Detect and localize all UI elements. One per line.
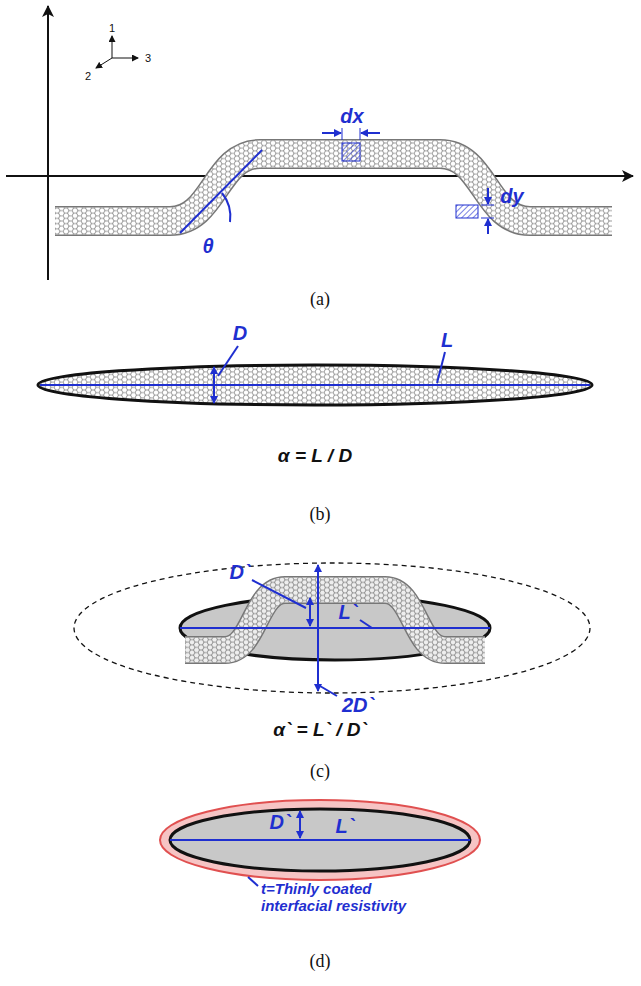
- panel-label: (a): [310, 290, 330, 310]
- dimension-label: L`: [336, 815, 355, 837]
- dimension-label: D`: [229, 561, 250, 583]
- coated-ellipse: [160, 800, 480, 886]
- axis-number: 3: [145, 52, 151, 64]
- dimension-label: 2D`: [342, 694, 374, 716]
- dimension-label: dx: [340, 105, 363, 127]
- dx-element: [322, 128, 380, 161]
- straight-nanotube: [30, 346, 610, 410]
- angle-mark: [180, 150, 262, 233]
- panel-label: (d): [310, 952, 331, 972]
- dimension-label: dy: [500, 185, 523, 207]
- dimension-label: L: [441, 329, 453, 351]
- aspect-ratio: α` = L` / D`: [273, 720, 367, 741]
- axes: [6, 6, 633, 280]
- axis-number: 2: [85, 70, 91, 82]
- equivalent-ellipse: [74, 563, 590, 696]
- aspect-ratio: α = L / D: [278, 446, 352, 467]
- dimension-label: D`: [269, 811, 290, 833]
- panel-label: (c): [310, 762, 330, 782]
- dimension-label: L`: [339, 601, 358, 623]
- annotation: t=Thinly coated interfacial resistivity: [261, 880, 441, 915]
- dimension-label: D: [233, 322, 247, 344]
- dy-element: [456, 188, 494, 234]
- nanotube: [55, 154, 612, 221]
- axis-number: 1: [109, 22, 115, 34]
- panel-label: (b): [310, 505, 331, 525]
- angle-label: θ: [202, 235, 213, 257]
